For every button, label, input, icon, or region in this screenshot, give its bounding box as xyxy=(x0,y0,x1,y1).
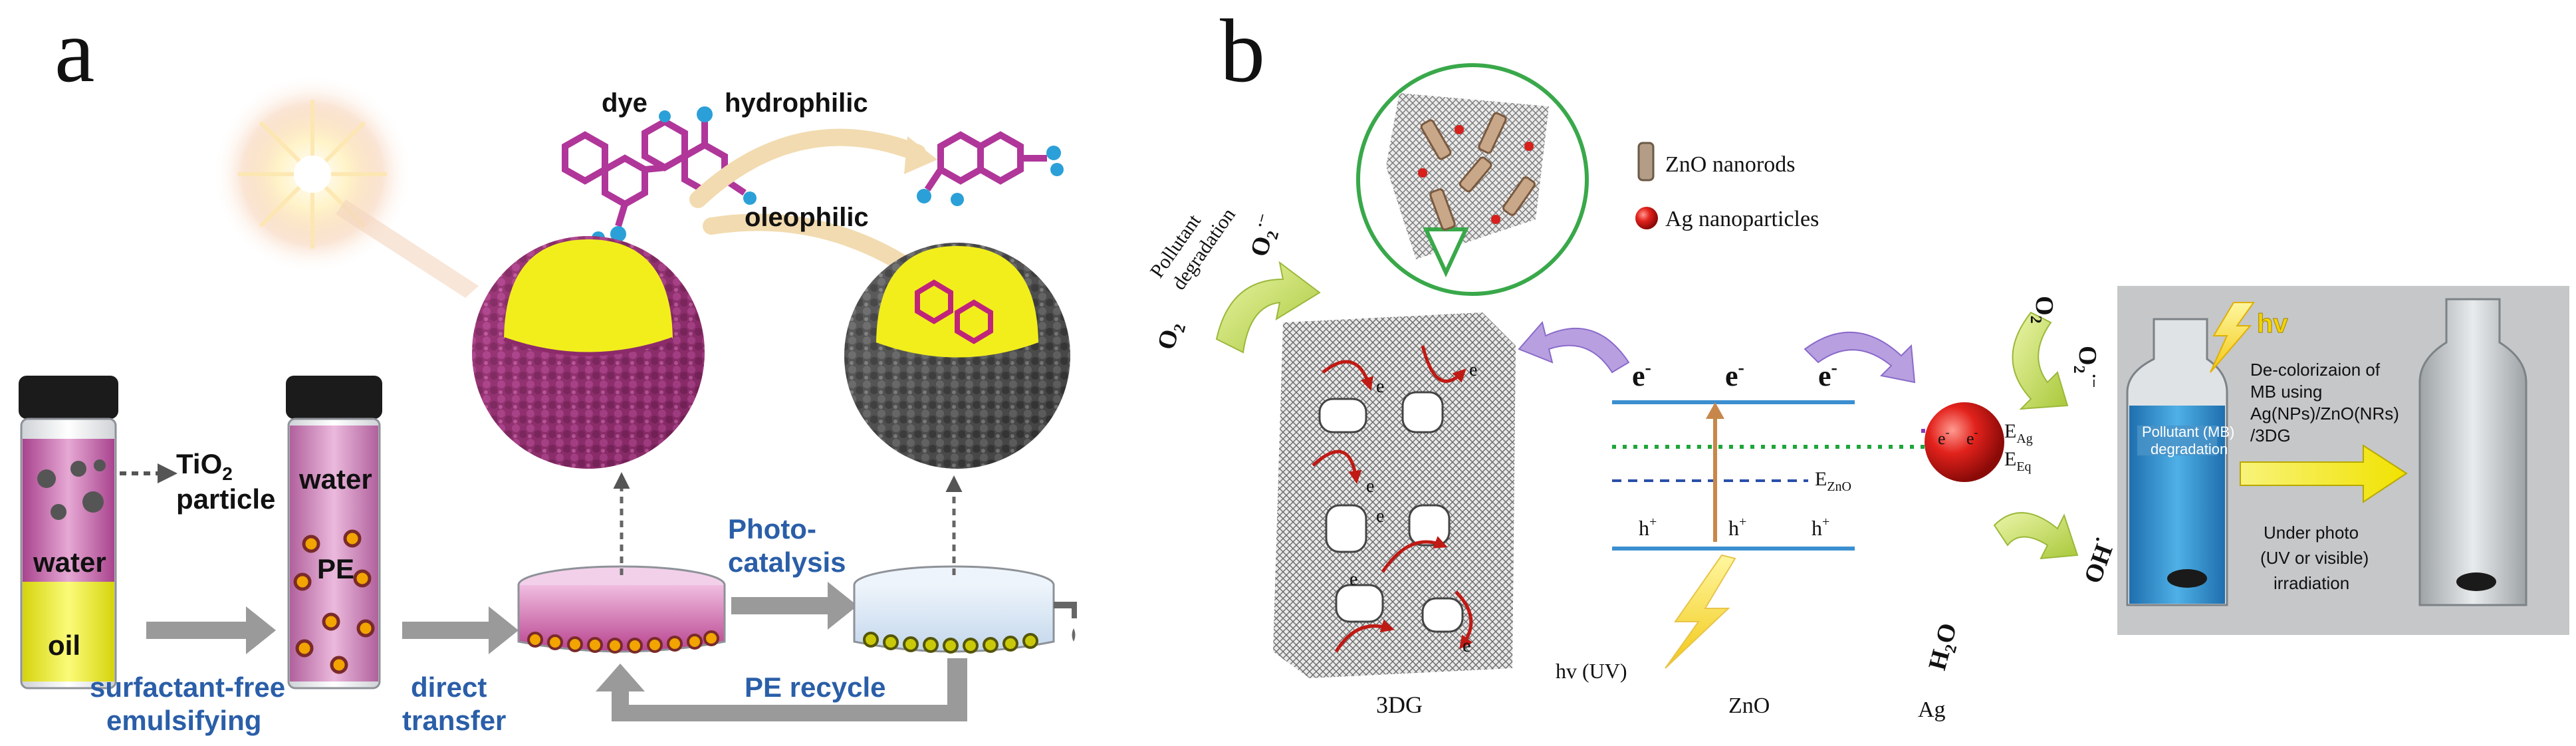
dye-label: dye xyxy=(602,88,647,118)
svg-text:h+: h+ xyxy=(1812,515,1829,540)
hydrophilic-arrow xyxy=(689,128,937,208)
green-curved-arrow-top-right xyxy=(2012,311,2069,410)
legend-zno-label: ZnO nanorods xyxy=(1665,152,1795,177)
direct-label-1: direct xyxy=(411,672,487,703)
dish-blue xyxy=(853,565,1077,654)
pollutant-mb-label-2: degradation xyxy=(2151,441,2228,457)
tio2-label: TiO2 xyxy=(176,448,233,484)
svg-text:e-: e- xyxy=(1938,426,1950,448)
dye-product-icon xyxy=(924,131,1047,191)
legend-ag-label: Ag nanoparticles xyxy=(1665,207,1819,231)
e-ag-label: EAg xyxy=(2004,420,2033,446)
o2-radical-left: O2·− xyxy=(1244,211,1286,261)
mb-vial-blue xyxy=(2126,318,2228,606)
process-arrows xyxy=(146,582,967,721)
purple-arrow-to-ag xyxy=(1804,331,1916,384)
e-eq-label: EEq xyxy=(2004,448,2032,474)
green-curved-arrow-left xyxy=(1215,261,1321,354)
e-zno-label: EZnO xyxy=(1815,468,1851,494)
zno-label: ZnO xyxy=(1728,693,1770,718)
under-label-2: (UV or visible) xyxy=(2260,548,2369,568)
oleophilic-label: oleophilic xyxy=(745,203,869,232)
particle-label: particle xyxy=(176,483,275,515)
panel-a: a dye xyxy=(19,1,1077,736)
h2o-label: H2O xyxy=(1923,620,1966,674)
hv-uv-label: hv (UV) xyxy=(1556,659,1627,683)
light-source-icon xyxy=(213,74,479,298)
vial-water-oil xyxy=(19,376,118,689)
oh-radical-label: OH· xyxy=(2073,533,2121,587)
magnified-inset xyxy=(1356,63,1589,296)
svg-text:h+: h+ xyxy=(1728,515,1746,540)
photo-label-1: Photo- xyxy=(728,513,816,545)
pe-recycle-label: PE recycle xyxy=(745,672,886,703)
o2-left: O2 xyxy=(1152,318,1189,353)
decolor-label-3: Ag(NPs)/ZnO(NRs) xyxy=(2250,404,2399,424)
panel-b: b ZnO nanorods Ag nanoparticles xyxy=(1146,1,2569,722)
legend: ZnO nanorods Ag nanoparticles xyxy=(1635,142,1819,231)
svg-text:e: e xyxy=(1469,360,1477,380)
zno-nanorod-legend-icon xyxy=(1637,142,1655,182)
svg-text:e-: e- xyxy=(1725,358,1744,392)
surfactant-label-1: surfactant-free xyxy=(90,672,285,703)
vial2-pe-label: PE xyxy=(317,553,354,584)
svg-text:h+: h+ xyxy=(1639,515,1657,540)
photo-label-2: catalysis xyxy=(728,547,846,578)
purple-arrow-to-3dg xyxy=(1518,320,1630,374)
dish-pink xyxy=(517,565,726,654)
gray-pe-sphere xyxy=(844,243,1070,469)
ag-nanoparticle-legend-icon xyxy=(1635,207,1658,229)
decolor-label-1: De-colorizaion of xyxy=(2250,360,2381,380)
zno-nanorod-icon xyxy=(1420,112,1536,231)
o2-radical-right: O2·− xyxy=(2070,346,2102,388)
svg-text:e: e xyxy=(1376,506,1384,527)
panel-a-label: a xyxy=(55,1,94,101)
direct-label-2: transfer xyxy=(402,705,506,736)
hydrophilic-label: hydrophilic xyxy=(725,88,868,118)
under-label-3: irradiation xyxy=(2274,573,2349,593)
yellow-process-arrow xyxy=(2240,444,2408,503)
hv-label: hv xyxy=(2257,309,2288,338)
svg-text:e-: e- xyxy=(1632,358,1651,392)
magenta-pe-sphere xyxy=(472,236,705,469)
svg-text:e: e xyxy=(1376,376,1384,397)
vial-water-label: water xyxy=(33,547,106,578)
label-3dg: 3DG xyxy=(1376,691,1423,718)
clear-vial xyxy=(2418,298,2527,606)
ag-particle: e- e- xyxy=(1925,402,2004,482)
zno-band-diagram xyxy=(1612,400,2001,551)
hv-lightning-icon xyxy=(2210,302,2255,373)
vial-pe xyxy=(286,376,382,689)
vial2-water-label: water xyxy=(298,463,372,495)
svg-text:e: e xyxy=(1463,636,1470,656)
svg-text:e: e xyxy=(1366,476,1374,497)
svg-text:e-: e- xyxy=(1966,426,1978,448)
svg-text:e-: e- xyxy=(1818,358,1837,392)
decolor-label-2: MB using xyxy=(2250,382,2322,402)
o2-right: O2 xyxy=(2027,296,2058,324)
decolor-label-4: /3DG xyxy=(2250,426,2291,445)
vial-oil-label: oil xyxy=(48,630,80,661)
svg-text:e: e xyxy=(1349,569,1357,590)
mb-photo: Pollutant (MB) degradation hv De-coloriz… xyxy=(2117,286,2569,635)
under-label-1: Under photo xyxy=(2264,523,2359,543)
dye-molecule-icon xyxy=(562,118,747,227)
graphene-3dg: e e e e e e xyxy=(1273,312,1516,678)
ag-label: Ag xyxy=(1918,697,1946,722)
uv-lightning-icon xyxy=(1665,554,1736,669)
green-curved-arrow-bottom-right xyxy=(1993,512,2079,560)
panel-b-label: b xyxy=(1220,1,1265,101)
surfactant-label-2: emulsifying xyxy=(106,705,261,736)
pollutant-mb-label-1: Pollutant (MB) xyxy=(2142,424,2234,440)
